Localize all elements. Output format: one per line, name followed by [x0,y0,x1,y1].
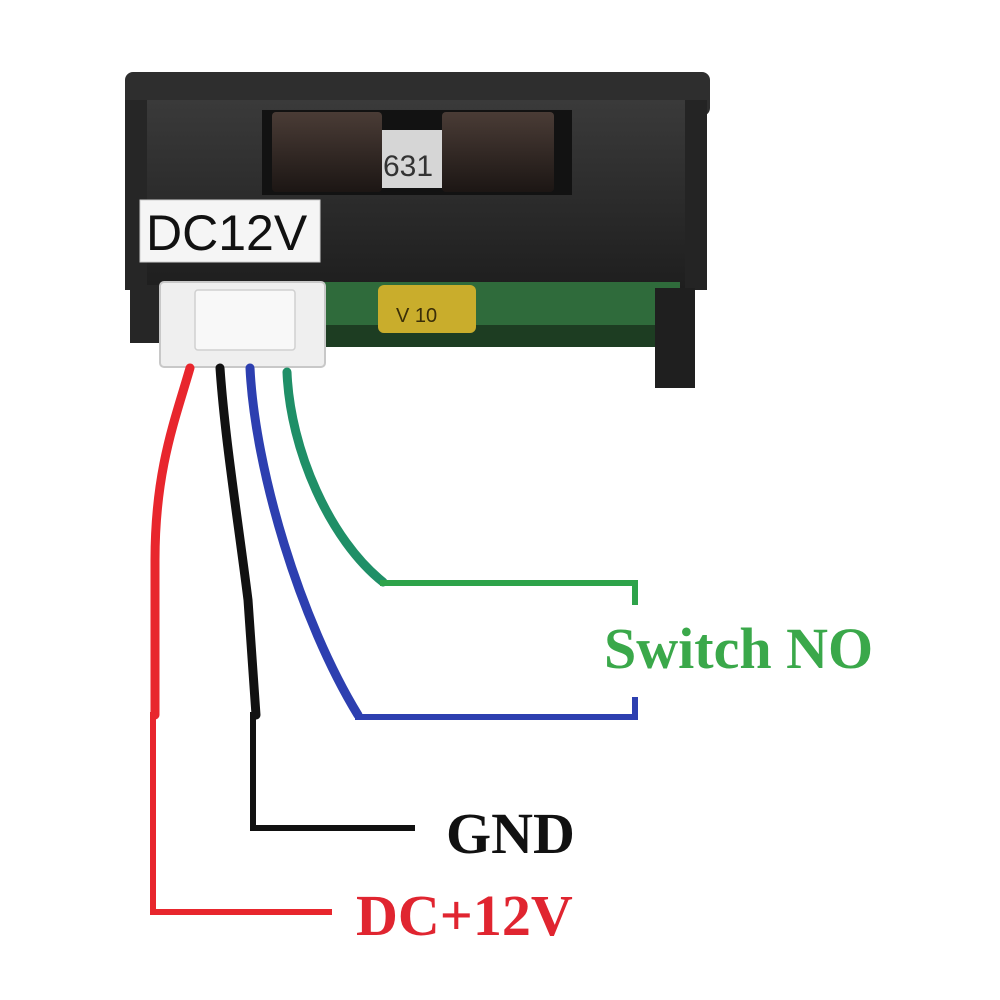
red-callout-line [150,712,332,915]
gnd-label: GND [446,801,575,866]
voltage-sticker [139,199,321,263]
inner-chip [380,130,448,188]
black-cable [215,363,261,720]
switch-no-label: Switch NO [604,616,873,681]
module-foot-right [655,288,695,388]
inner-marking: 631 [383,150,433,183]
green-callout-line [380,580,638,605]
capacitor-marking: V 10 [396,305,437,327]
capacitor [378,285,476,333]
dc12v-label: DC+12V [356,883,573,948]
latch-tab-right [442,112,554,192]
voltage-sticker-text: DC12V [146,205,308,261]
callout-lines [150,580,638,915]
blue-callout-line [355,697,638,720]
green-cable [282,367,388,587]
latch-tab-left [272,112,382,192]
cables [150,363,388,720]
blue-cable [245,363,363,720]
wire-connector-inner [194,289,296,351]
red-cable [150,363,195,720]
module-side-right [685,100,707,290]
black-callout-line [250,712,415,831]
pcb-dark-edge [320,325,680,347]
display-module: 631 DC12V V 10 [125,72,710,388]
